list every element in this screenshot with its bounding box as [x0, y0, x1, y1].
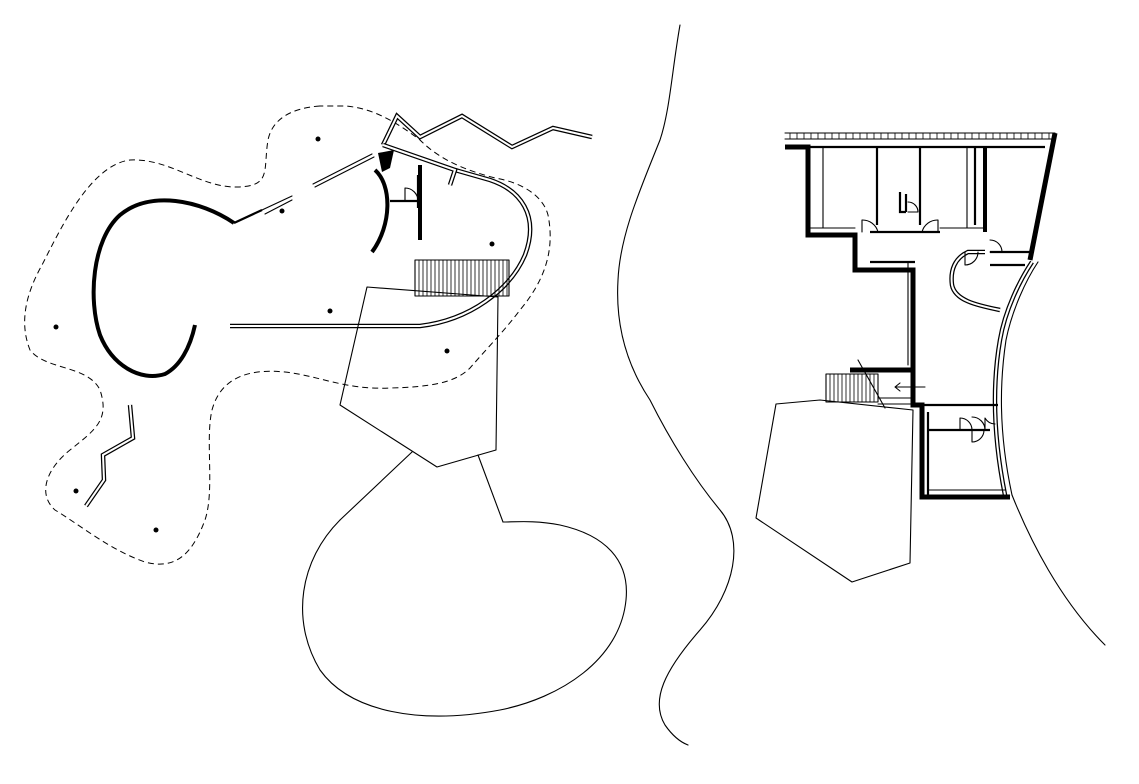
curved-wall — [91, 198, 236, 378]
door-swing — [404, 187, 419, 202]
exterior-wall-right — [1027, 132, 1058, 261]
wall-segment — [312, 153, 373, 185]
door-swing — [861, 219, 879, 233]
door-swing — [971, 429, 985, 443]
door-swing — [964, 251, 979, 266]
stair-arrow — [894, 382, 926, 392]
exterior-wall — [785, 144, 916, 370]
arc-wall — [370, 168, 390, 254]
solid-wall-wedge — [378, 150, 394, 172]
door-swing — [921, 219, 939, 233]
tree-points — [53, 136, 495, 533]
stairs — [825, 373, 914, 405]
path-line — [339, 451, 413, 521]
site-plan — [24, 105, 627, 717]
wall-segment — [314, 156, 375, 188]
rock-outline — [339, 286, 499, 468]
zigzag-wall-lower — [84, 404, 136, 508]
door-swing — [971, 416, 986, 431]
wall-segment — [233, 209, 263, 224]
terrain-contour — [617, 24, 735, 746]
door-swing — [907, 201, 919, 213]
slope-line — [1011, 494, 1106, 646]
path-line — [477, 454, 504, 523]
diagonal-line — [857, 359, 886, 409]
curved-partition — [949, 249, 1001, 313]
wall-segment — [264, 199, 293, 215]
interior-wall — [898, 192, 906, 214]
exterior-wall — [850, 367, 1010, 500]
floor-plan — [755, 132, 1106, 646]
top-railing — [784, 132, 1056, 140]
curved-glazing-outer — [1000, 261, 1039, 496]
door-swing — [989, 239, 1003, 253]
wall-segment — [261, 195, 293, 211]
stairs — [414, 259, 510, 297]
door-swing — [984, 417, 996, 431]
door-swing — [959, 417, 973, 431]
rock-outline — [755, 399, 914, 583]
pond-outline — [302, 519, 627, 717]
dashed-site-boundary — [24, 105, 551, 565]
